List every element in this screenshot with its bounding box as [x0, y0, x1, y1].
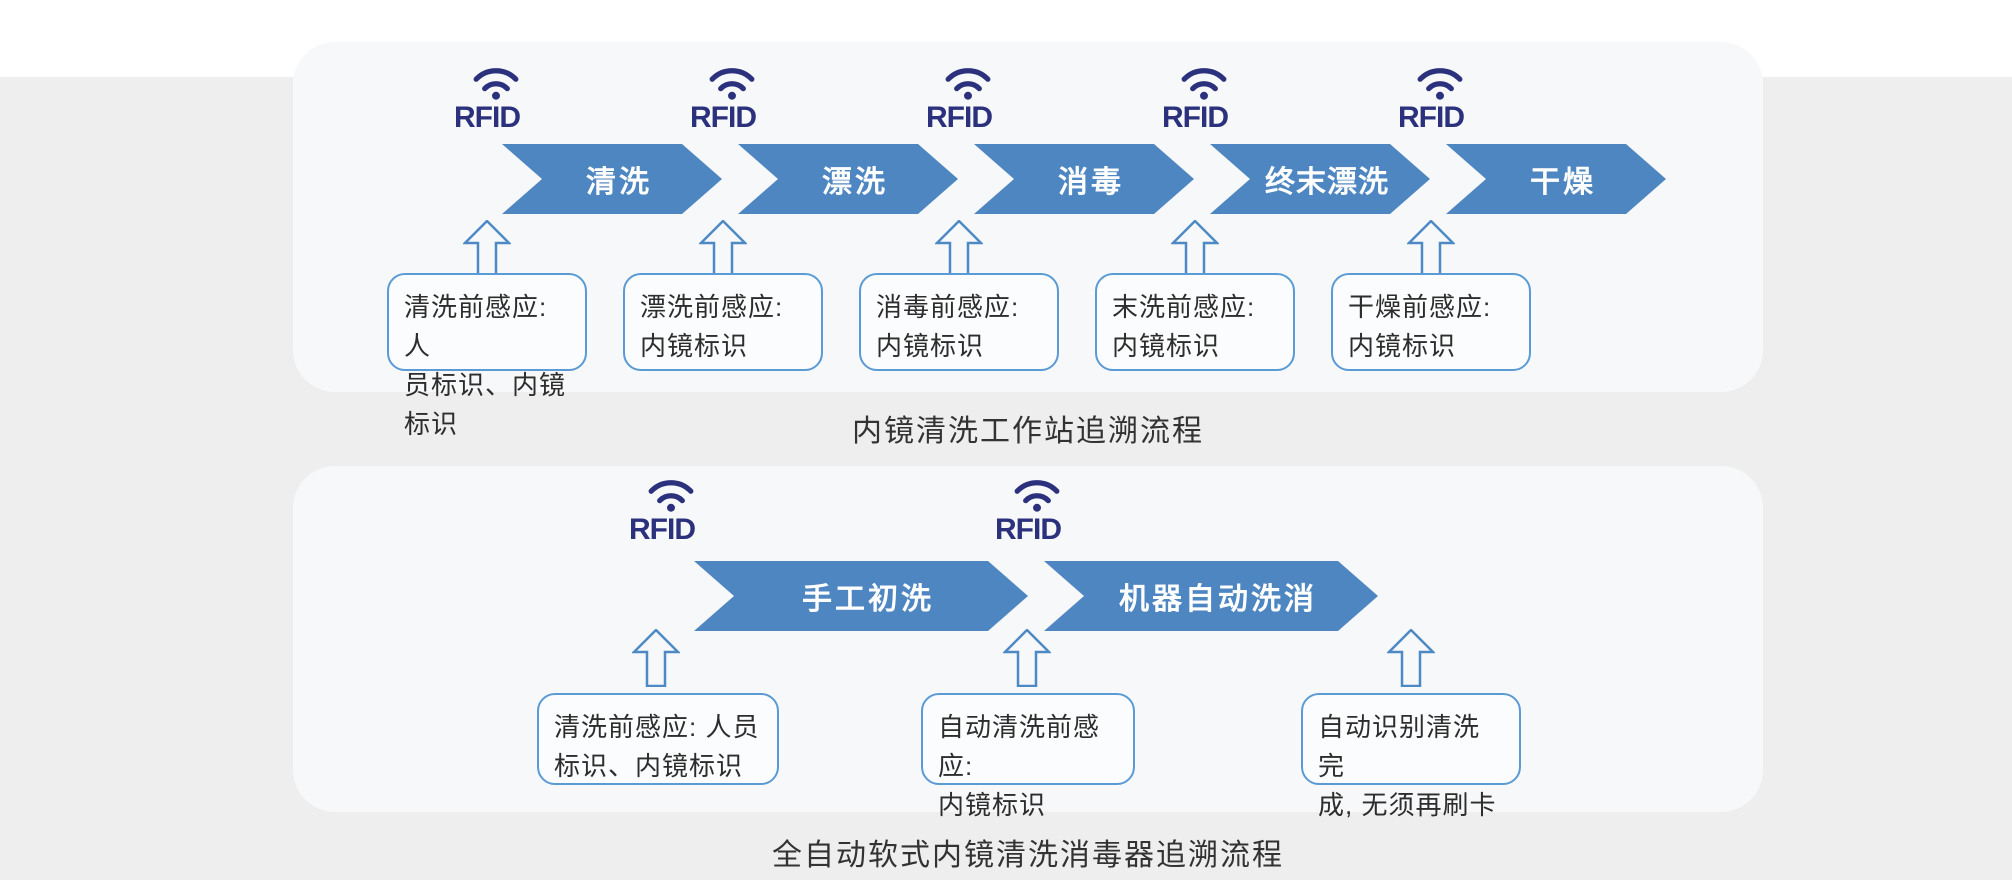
- note-before-final-rinse: 末洗前感应: 内镜标识: [1095, 273, 1295, 371]
- rfid-signal-icon: [945, 68, 991, 100]
- machine-flow-panel: RFID RFID 手工初洗 机器自动洗消 清洗前感应: 人员 标识、内镜标识 …: [293, 466, 1763, 820]
- rfid-signal-icon: [1417, 68, 1463, 100]
- note-before-auto-wash: 自动清洗前感应: 内镜标识: [921, 693, 1135, 820]
- rfid-label: RFID: [1398, 101, 1465, 134]
- rfid-signal-icon: [648, 480, 694, 512]
- process-step-rinsing: 漂洗: [738, 144, 958, 214]
- rfid-reader-4: RFID: [1125, 66, 1265, 133]
- rfid-signal-icon: [709, 68, 755, 100]
- rfid-label: RFID: [629, 513, 696, 546]
- rfid-label: RFID: [995, 513, 1062, 546]
- rfid-label: RFID: [926, 101, 993, 134]
- up-arrow-icon: [463, 220, 511, 278]
- rfid-signal-icon: [1181, 68, 1227, 100]
- process-step-final-rinse: 终末漂洗: [1210, 144, 1430, 214]
- up-arrow-icon: [1407, 220, 1455, 278]
- rfid-reader-manual-wash: RFID: [592, 478, 732, 545]
- process-step-disinfection: 消毒: [974, 144, 1194, 214]
- note-before-drying: 干燥前感应: 内镜标识: [1331, 273, 1531, 371]
- rfid-reader-5: RFID: [1361, 66, 1501, 133]
- rfid-signal-icon: [1014, 480, 1060, 512]
- process-step-manual-prewash: 手工初洗: [694, 561, 1028, 631]
- rfid-label: RFID: [1162, 101, 1229, 134]
- up-arrow-icon: [1171, 220, 1219, 278]
- rfid-signal-icon: [473, 68, 519, 100]
- rfid-label: RFID: [454, 101, 521, 134]
- up-arrow-icon: [935, 220, 983, 278]
- process-step-drying: 干燥: [1446, 144, 1666, 214]
- workstation-process-band: 清洗 漂洗 消毒 终末漂洗 干燥: [502, 144, 1666, 214]
- workstation-flow-caption: 内镜清洗工作站追溯流程: [852, 415, 1204, 448]
- note-before-rinsing: 漂洗前感应: 内镜标识: [623, 273, 823, 371]
- note-auto-complete: 自动识别清洗完 成, 无须再刷卡: [1301, 693, 1521, 820]
- rfid-reader-3: RFID: [889, 66, 1029, 133]
- up-arrow-icon: [1003, 629, 1051, 687]
- process-step-auto-wash-disinfect: 机器自动洗消: [1044, 561, 1378, 631]
- rfid-reader-1: RFID: [417, 66, 557, 133]
- rfid-reader-2: RFID: [653, 66, 793, 133]
- note-before-manual-wash: 清洗前感应: 人员 标识、内镜标识: [537, 693, 779, 785]
- up-arrow-icon: [699, 220, 747, 278]
- rfid-label: RFID: [690, 101, 757, 134]
- up-arrow-icon: [1387, 629, 1435, 687]
- note-before-disinfection: 消毒前感应: 内镜标识: [859, 273, 1059, 371]
- up-arrow-icon: [632, 629, 680, 687]
- machine-flow-caption: 全自动软式内镜清洗消毒器追溯流程: [772, 839, 1284, 872]
- note-before-cleaning: 清洗前感应: 人 员标识、内镜标识: [387, 273, 587, 439]
- process-step-cleaning: 清洗: [502, 144, 722, 214]
- machine-process-band: 手工初洗 机器自动洗消: [694, 561, 1378, 631]
- workstation-flow-panel: RFID RFID RFID RFID RFID: [293, 42, 1763, 439]
- rfid-reader-auto-wash: RFID: [958, 478, 1098, 545]
